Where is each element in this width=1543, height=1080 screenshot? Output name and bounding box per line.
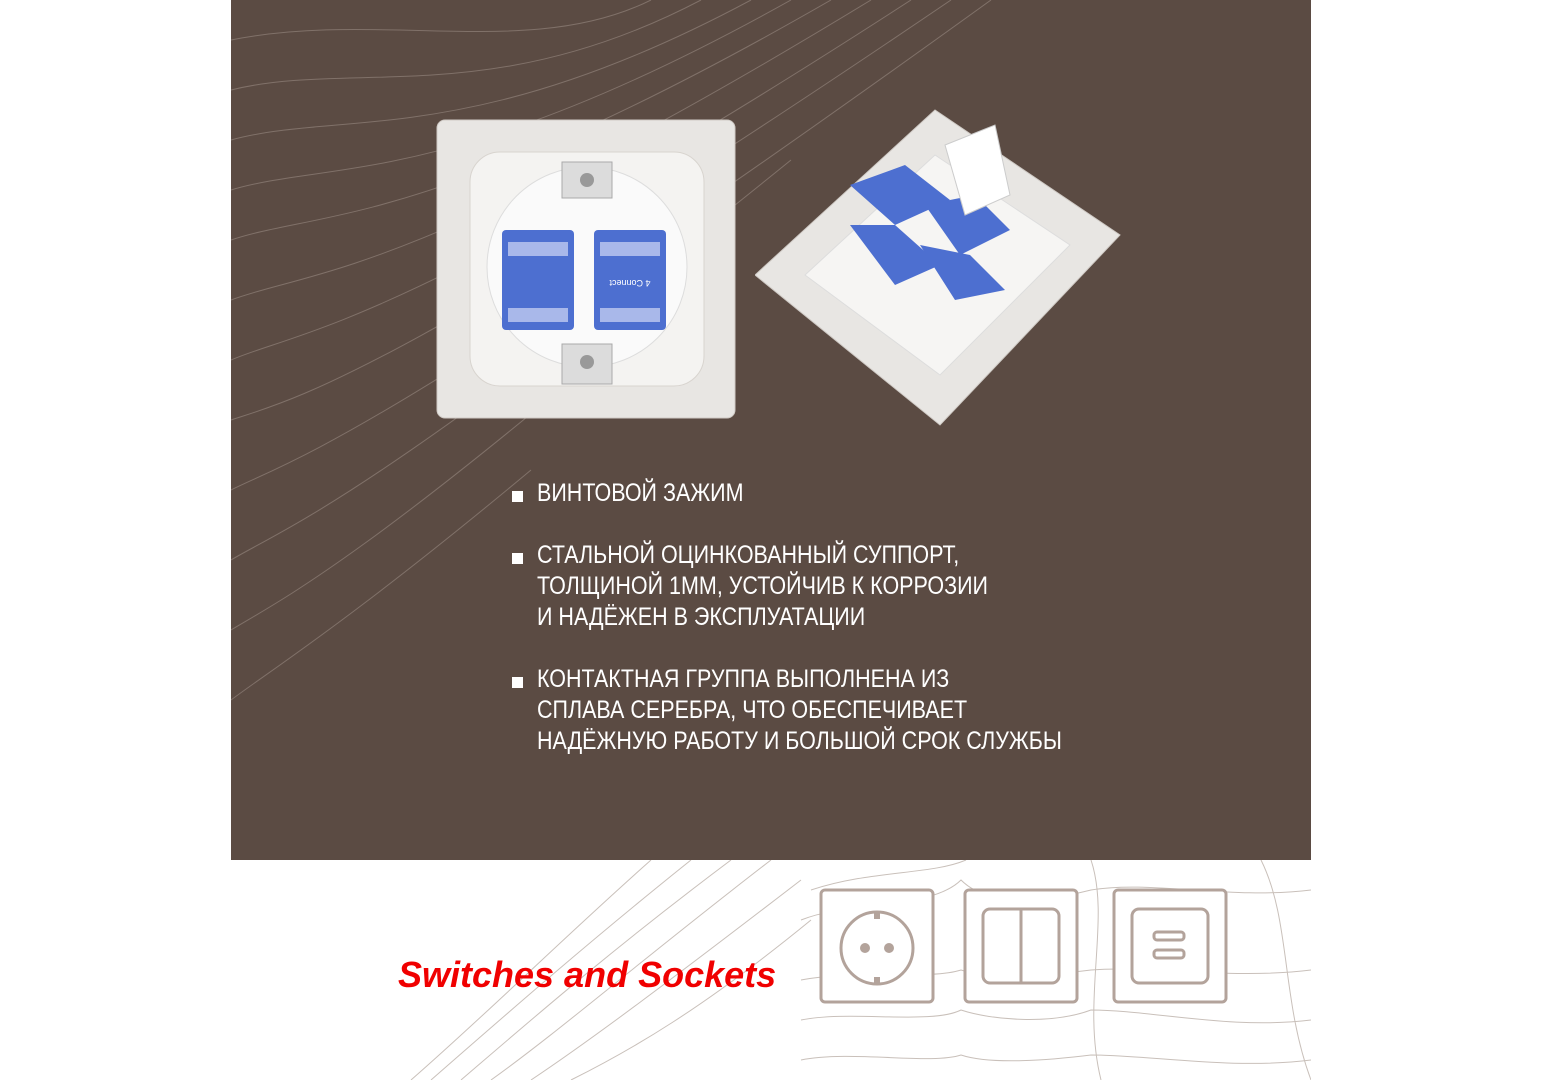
feature-text: СПЛАВА СЕРЕБРА, ЧТО ОБЕСПЕЧИВАЕТ [537, 696, 968, 724]
feature-text: КОНТАКТНАЯ ГРУППА ВЫПОЛНЕНА ИЗ [537, 665, 950, 693]
feature-item: ВИНТОВОЙ ЗАЖИМ [512, 478, 1147, 509]
feature-panel [231, 0, 1311, 860]
module-label: 4 Connect [609, 278, 651, 288]
feature-text: И НАДЁЖЕН В ЭКСПЛУАТАЦИИ [537, 603, 866, 631]
bullet-square-icon [512, 491, 523, 502]
bullet-square-icon [512, 553, 523, 564]
bullet-square-icon [512, 677, 523, 688]
feature-text: ВИНТОВОЙ ЗАЖИМ [537, 479, 744, 507]
usb-outlet-icon [1112, 888, 1228, 1004]
feature-item: КОНТАКТНАЯ ГРУППА ВЫПОЛНЕНА ИЗ СПЛАВА СЕ… [512, 664, 1147, 757]
feature-item: СТАЛЬНОЙ ОЦИНКОВАННЫЙ СУППОРТ, ТОЛЩИНОЙ … [512, 540, 1147, 633]
feature-text: НАДЁЖНУЮ РАБОТУ И БОЛЬШОЙ СРОК СЛУЖБЫ [537, 727, 1062, 755]
feature-text: ТОЛЩИНОЙ 1ММ, УСТОЙЧИВ К КОРРОЗИИ [537, 572, 989, 600]
socket-icon [819, 888, 935, 1004]
feature-text: СТАЛЬНОЙ ОЦИНКОВАННЫЙ СУППОРТ, [537, 541, 960, 569]
brand-title: Switches and Sockets [398, 954, 777, 995]
rj45-double-socket-angled-image [755, 109, 1121, 426]
rj45-double-socket-front-image: 4 Connect [436, 119, 736, 419]
feature-list: ВИНТОВОЙ ЗАЖИМ СТАЛЬНОЙ ОЦИНКОВАННЫЙ СУП… [512, 478, 1147, 788]
double-switch-icon [963, 888, 1079, 1004]
